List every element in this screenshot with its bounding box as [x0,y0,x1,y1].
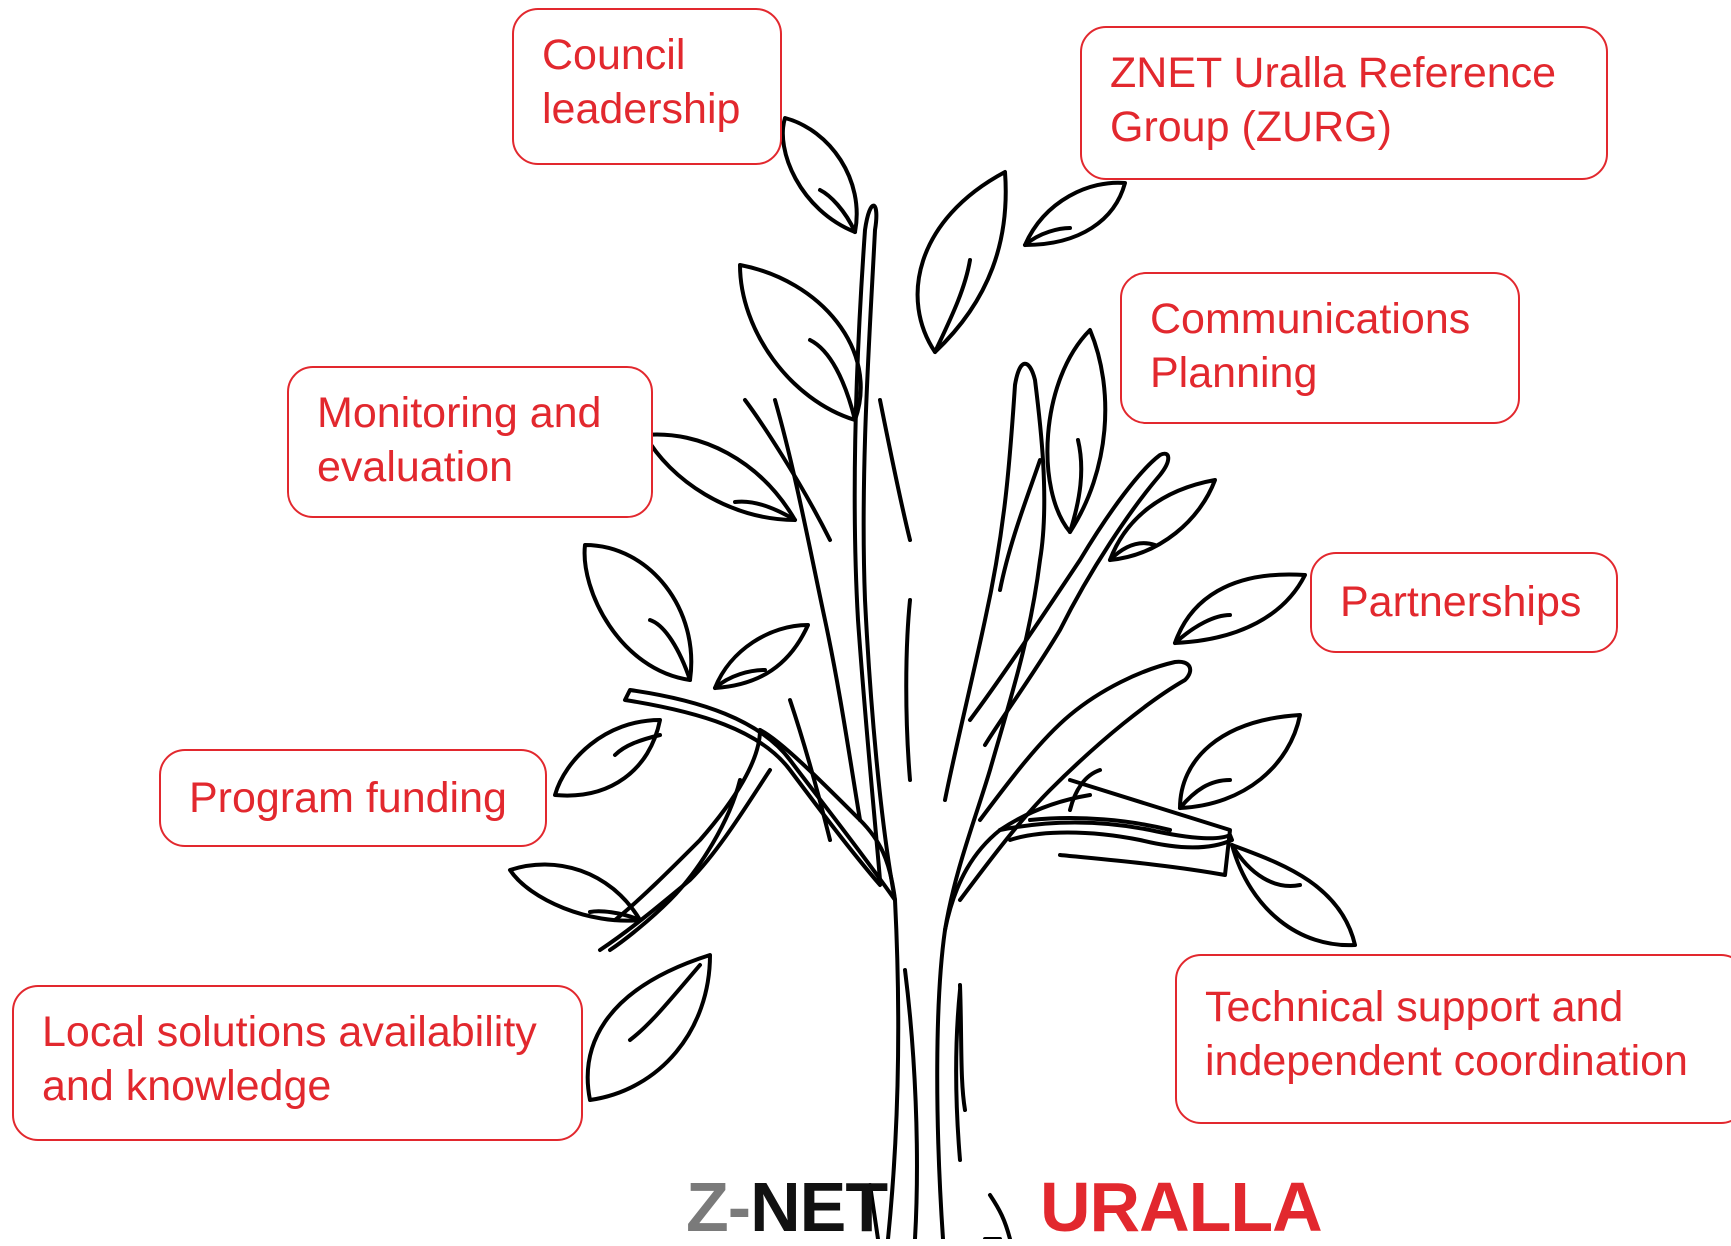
tree-leaves [508,116,1357,1102]
council-leadership-label: Council leadership [512,8,782,165]
partnerships-label: Partnerships [1310,552,1618,653]
uralla-logo: URALLA [1040,1168,1323,1246]
tree-branches-right [943,361,1234,932]
communications-planning-label: Communications Planning [1120,272,1520,424]
logo-net: NET [750,1168,888,1246]
monitoring-evaluation-label: Monitoring and evaluation [287,366,653,518]
program-funding-label: Program funding [159,749,547,847]
tree-trunk [758,728,1092,1239]
logo-z: Z- [686,1168,751,1246]
local-solutions-label: Local solutions availability and knowled… [12,985,583,1141]
zurg-label: ZNET Uralla Reference Group (ZURG) [1080,26,1608,180]
znet-logo: Z-NET [686,1172,888,1242]
tree-branches-left [598,203,912,952]
technical-support-label: Technical support and independent coordi… [1175,954,1731,1124]
